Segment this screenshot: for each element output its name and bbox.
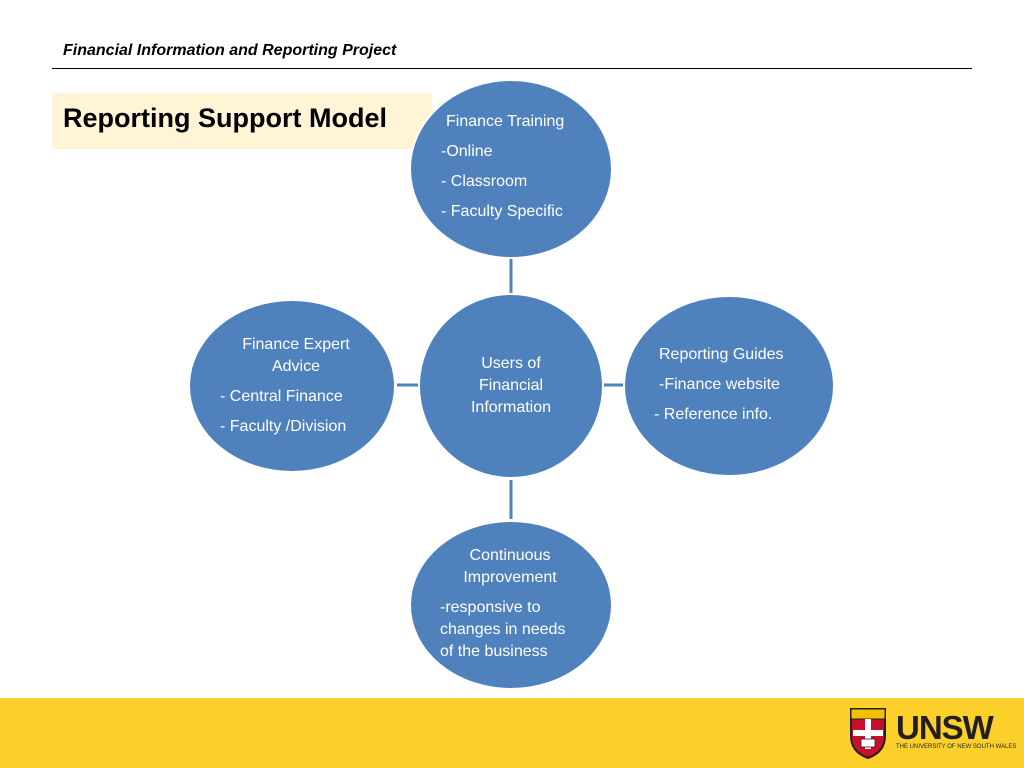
node-bottom-item: of the business	[440, 643, 548, 660]
node-left-text: Finance Expert Advice - Central Finance …	[216, 334, 376, 438]
node-right-item: -Finance website	[659, 376, 780, 393]
node-bottom	[409, 520, 613, 690]
node-left	[188, 299, 396, 473]
unsw-crest-icon	[850, 708, 886, 760]
node-bottom-item: -responsive to	[440, 599, 541, 616]
node-center-line: Information	[470, 399, 552, 416]
node-top-heading: Finance Training	[446, 113, 565, 130]
slide-title: Reporting Support Model	[63, 103, 387, 133]
node-right	[623, 295, 835, 477]
node-left-item: - Central Finance	[220, 388, 343, 405]
node-bottom-heading: Improvement	[463, 569, 557, 586]
node-center	[418, 293, 604, 479]
node-bottom-text: Continuous Improvement -responsive to ch…	[440, 545, 590, 663]
node-bottom-item: changes in needs	[440, 621, 566, 638]
node-right-item: - Reference info.	[654, 406, 773, 423]
node-right-heading: Reporting Guides	[659, 346, 784, 363]
node-top-item: - Faculty Specific	[441, 203, 563, 220]
slide-title-box: Reporting Support Model	[52, 93, 432, 149]
node-top	[409, 79, 613, 259]
node-top-item: -Online	[441, 143, 493, 160]
unsw-wordmark: UNSW	[896, 709, 994, 746]
node-top-text: Finance Training -Online - Classroom - F…	[441, 111, 581, 223]
node-bottom-heading: Continuous	[469, 547, 551, 564]
unsw-subtitle: THE UNIVERSITY OF NEW SOUTH WALES	[896, 744, 1017, 750]
node-right-text: Reporting Guides -Finance website - Refe…	[654, 344, 814, 426]
header-rule	[52, 68, 972, 69]
node-left-heading: Advice	[271, 358, 321, 375]
node-top-item: - Classroom	[441, 173, 528, 190]
header-title: Financial Information and Reporting Proj…	[63, 42, 397, 59]
node-left-heading: Finance Expert	[242, 336, 350, 353]
node-center-line: Financial	[478, 377, 544, 394]
node-left-item: - Faculty /Division	[220, 418, 347, 435]
node-center-line: Users of	[481, 355, 541, 372]
unsw-logo: UNSW THE UNIVERSITY OF NEW SOUTH WALES	[848, 706, 1016, 760]
node-center-text: Users of Financial Information	[446, 353, 576, 419]
